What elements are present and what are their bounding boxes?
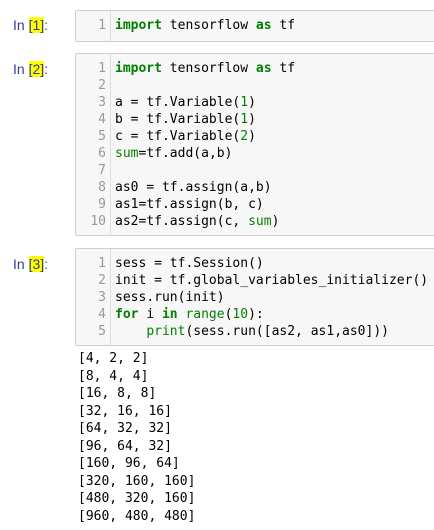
output-line: [8, 4, 4]: [78, 368, 149, 384]
code-text: import tensorflow as tf: [115, 18, 296, 33]
prompt-prefix: In: [13, 256, 29, 272]
output-line: [64, 32, 32]: [78, 421, 172, 436]
output-line: [160, 96, 64]: [78, 456, 180, 471]
code-text: b = tf.Variable(1): [115, 112, 256, 127]
line-number: 2: [98, 273, 106, 288]
output-line: [32, 16, 16]: [78, 403, 172, 419]
code-text: init = tf.global_variables_initializer(): [115, 273, 429, 288]
line-number-gutter: [76, 54, 111, 235]
code-text: sess.run(init): [115, 290, 225, 305]
notebook-cell-1[interactable]: In [1]: 1 import tensorflow as tf: [0, 10, 434, 42]
output-line: [4, 2, 2]: [78, 351, 149, 366]
code-text: c = tf.Variable(2): [115, 129, 256, 144]
line-number: 1: [98, 18, 106, 33]
line-number: 2: [98, 78, 106, 93]
line-number: 8: [98, 180, 106, 195]
prompt-prefix: In: [13, 61, 29, 77]
line-number: 3: [98, 95, 106, 110]
code-text: import tensorflow as tf: [115, 61, 296, 76]
output-line: [960, 480, 480]: [78, 508, 196, 524]
prompt-prefix: In: [13, 17, 29, 33]
code-text: sess = tf.Session(): [115, 256, 264, 271]
input-prompt: In [2]:: [13, 61, 48, 77]
input-prompt: In [3]:: [13, 256, 48, 272]
output-line: [480, 320, 160]: [78, 491, 196, 506]
code-text: for i in range(10):: [115, 307, 264, 322]
code-editor[interactable]: 1 sess = tf.Session() 2 init = tf.global_va…: [75, 248, 434, 346]
input-prompt: In [1]:: [13, 17, 48, 33]
prompt-suffix: :: [44, 61, 49, 77]
line-number-gutter: [76, 11, 111, 41]
line-number: 9: [98, 197, 106, 212]
line-number: 5: [98, 324, 106, 339]
line-number: 4: [98, 112, 106, 127]
prompt-suffix: :: [44, 256, 49, 272]
code-text: sum=tf.add(a,b): [115, 146, 233, 161]
output-line: [96, 64, 32]: [78, 438, 172, 454]
code-text: as0 = tf.assign(a,b): [115, 180, 272, 195]
line-number: 7: [98, 163, 106, 178]
execution-count: [3]: [28, 256, 45, 272]
code-editor[interactable]: 1 import tensorflow as tf: [75, 10, 434, 42]
line-number: 1: [98, 61, 106, 76]
cell-output: [4, 2, 2] [8, 4, 4] [16, 8, 8] [32, 16, 16]…: [78, 350, 195, 525]
execution-count: [1]: [28, 17, 45, 33]
output-line: [16, 8, 8]: [78, 386, 157, 401]
code-text: as1=tf.assign(b, c): [115, 197, 264, 212]
line-number: 6: [98, 146, 106, 161]
code-editor[interactable]: 1 import tensorflow as tf 2 3 a = tf.Variabl…: [75, 53, 434, 236]
prompt-suffix: :: [44, 17, 49, 33]
line-number: 1: [98, 256, 106, 271]
notebook-cell-2[interactable]: In [2]: 1 import tensorflow as tf 2 3 a = tf…: [0, 53, 434, 236]
line-number: 5: [98, 129, 106, 144]
output-line: [320, 160, 160]: [78, 473, 196, 489]
line-number-gutter: [76, 249, 111, 345]
line-number: 3: [98, 290, 106, 305]
execution-count: [2]: [28, 61, 45, 77]
line-number: 4: [98, 307, 106, 322]
notebook-cell-3[interactable]: In [3]: 1 sess = tf.Session() 2 init = tf.g…: [0, 248, 434, 526]
code-text: print(sess.run([as2, as1,as0])): [146, 324, 389, 339]
code-text: as2=tf.assign(c, sum): [115, 214, 280, 229]
code-text: a = tf.Variable(1): [115, 95, 256, 110]
line-number: 10: [90, 214, 106, 229]
